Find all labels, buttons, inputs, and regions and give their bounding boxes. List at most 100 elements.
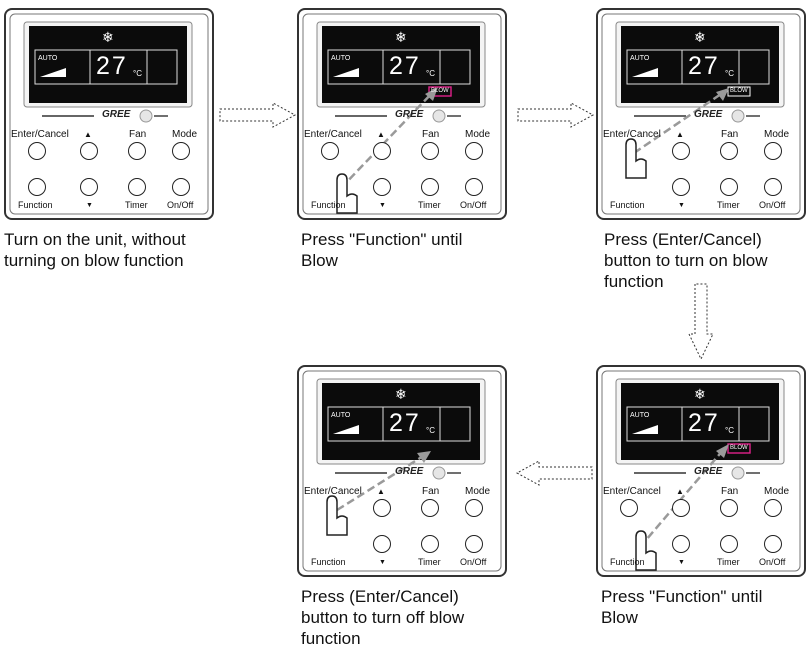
- blow-box: [727, 86, 751, 97]
- auto-label: AUTO: [331, 412, 351, 419]
- down-button[interactable]: [373, 535, 391, 553]
- mode-button[interactable]: [764, 499, 782, 517]
- pressing-hand-icon: [336, 173, 358, 214]
- down-label: ▼: [379, 202, 386, 209]
- mode-label: Mode: [465, 129, 491, 140]
- snowflake-icon: ❄: [395, 386, 407, 402]
- enter-cancel-label: Enter/Cancel: [304, 486, 362, 497]
- timer-button[interactable]: [421, 535, 439, 553]
- temperature-readout: 27: [688, 52, 720, 80]
- controller-panel-4: ❄ AUTO 27 °C BLOW GREE Enter/Cancel ▲ Fa…: [596, 365, 806, 577]
- enter-cancel-label: Enter/Cancel: [11, 129, 69, 140]
- auto-label: AUTO: [630, 412, 650, 419]
- up-button[interactable]: [373, 499, 391, 517]
- enter-cancel-button[interactable]: [321, 142, 339, 160]
- up-label: ▲: [676, 130, 684, 139]
- controller-frame: [297, 8, 507, 220]
- controller-panel-5: ❄ AUTO 27 °C GREE Enter/Cancel ▲ Fan Mod…: [297, 365, 507, 577]
- up-button[interactable]: [80, 142, 98, 160]
- enter-cancel-button[interactable]: [28, 142, 46, 160]
- fan-button[interactable]: [421, 499, 439, 517]
- blow-tag: BLOW: [730, 88, 748, 94]
- down-button[interactable]: [672, 178, 690, 196]
- timer-label: Timer: [418, 200, 441, 210]
- mode-button[interactable]: [172, 142, 190, 160]
- up-button[interactable]: [672, 499, 690, 517]
- controller-frame: [297, 365, 507, 577]
- snowflake-icon: ❄: [395, 29, 407, 45]
- mode-button[interactable]: [764, 142, 782, 160]
- down-button[interactable]: [672, 535, 690, 553]
- flow-arrow-down: [688, 283, 714, 361]
- controller-panel-2: ❄ AUTO 27 °C BLOW GREE Enter/Cancel ▲ Fa…: [297, 8, 507, 220]
- blow-tag: BLOW: [431, 88, 449, 94]
- timer-label: Timer: [717, 557, 740, 567]
- function-button[interactable]: [28, 178, 46, 196]
- function-label: Function: [610, 557, 645, 567]
- onoff-label: On/Off: [759, 557, 786, 567]
- fan-label: Fan: [422, 486, 440, 497]
- timer-button[interactable]: [720, 535, 738, 553]
- gesture-arrow: [340, 91, 434, 189]
- blow-tag: BLOW: [730, 445, 748, 451]
- flow-arrow-right-1: [219, 102, 297, 128]
- up-button[interactable]: [373, 142, 391, 160]
- onoff-label: On/Off: [759, 200, 786, 210]
- function-label: Function: [610, 200, 645, 210]
- step-5-caption: Press (Enter/Cancel) button to turn off …: [301, 587, 465, 648]
- temperature-unit: °C: [725, 69, 734, 78]
- pressing-hand-icon: [635, 530, 657, 571]
- timer-label: Timer: [125, 200, 148, 210]
- mode-button[interactable]: [465, 499, 483, 517]
- snowflake-icon: ❄: [694, 29, 706, 45]
- gree-logo: GREE: [694, 109, 723, 120]
- gree-logo: GREE: [395, 109, 424, 120]
- timer-button[interactable]: [720, 178, 738, 196]
- onoff-label: On/Off: [460, 200, 487, 210]
- enter-cancel-button[interactable]: [620, 499, 638, 517]
- controller-panel-1: ❄ AUTO 27 °C GREE Enter/Cancel ▲ Fan Mod…: [4, 8, 214, 220]
- auto-label: AUTO: [38, 55, 58, 62]
- controller-frame: [596, 365, 806, 577]
- fan-button[interactable]: [720, 142, 738, 160]
- controller-frame: [4, 8, 214, 220]
- timer-button[interactable]: [421, 178, 439, 196]
- up-button[interactable]: [672, 142, 690, 160]
- auto-label: AUTO: [630, 55, 650, 62]
- mode-button[interactable]: [465, 142, 483, 160]
- fan-label: Fan: [721, 129, 739, 140]
- blow-highlight-box: [727, 443, 751, 454]
- fan-button[interactable]: [421, 142, 439, 160]
- onoff-button[interactable]: [172, 178, 190, 196]
- onoff-button[interactable]: [465, 535, 483, 553]
- step-2-caption: Press "Function" until Blow: [301, 230, 463, 270]
- timer-button[interactable]: [128, 178, 146, 196]
- function-label: Function: [18, 200, 53, 210]
- down-label: ▼: [678, 202, 685, 209]
- fan-button[interactable]: [720, 499, 738, 517]
- timer-label: Timer: [418, 557, 441, 567]
- temperature-readout: 27: [389, 409, 421, 437]
- onoff-button[interactable]: [764, 535, 782, 553]
- fan-button[interactable]: [128, 142, 146, 160]
- gesture-arrow: [639, 448, 725, 548]
- temperature-readout: 27: [389, 52, 421, 80]
- snowflake-icon: ❄: [102, 29, 114, 45]
- blow-highlight-box: [428, 86, 452, 97]
- pressing-hand-icon: [625, 138, 647, 179]
- enter-cancel-label: Enter/Cancel: [603, 129, 661, 140]
- down-button[interactable]: [80, 178, 98, 196]
- timer-label: Timer: [717, 200, 740, 210]
- onoff-button[interactable]: [764, 178, 782, 196]
- down-button[interactable]: [373, 178, 391, 196]
- gree-logo: GREE: [102, 109, 131, 120]
- down-label: ▼: [678, 559, 685, 566]
- down-label: ▼: [379, 559, 386, 566]
- onoff-button[interactable]: [465, 178, 483, 196]
- enter-cancel-label: Enter/Cancel: [603, 486, 661, 497]
- up-label: ▲: [84, 130, 92, 139]
- fan-label: Fan: [721, 486, 739, 497]
- controller-panel-3: ❄ AUTO 27 °C BLOW GREE Enter/Cancel ▲ Fa…: [596, 8, 806, 220]
- temperature-unit: °C: [133, 69, 142, 78]
- fan-label: Fan: [422, 129, 440, 140]
